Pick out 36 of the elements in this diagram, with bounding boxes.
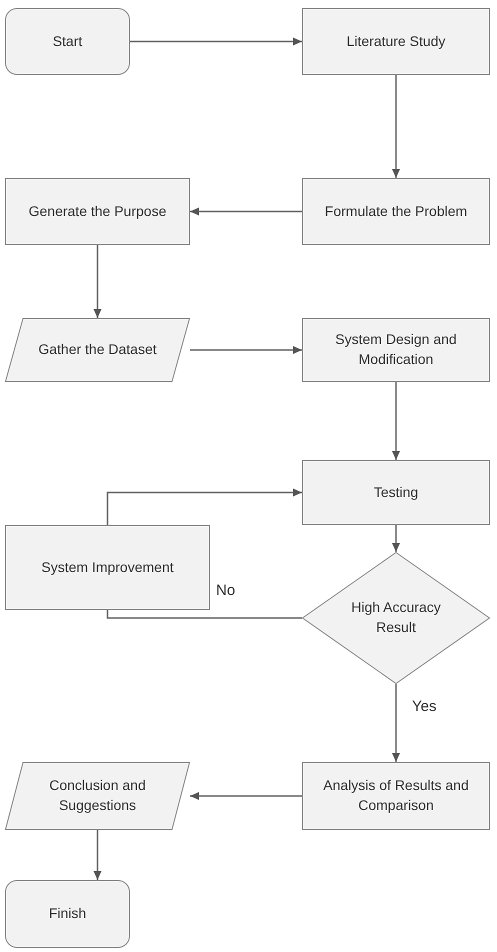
process-box <box>5 525 210 610</box>
node-text: Analysis of Results and Comparison <box>322 776 470 815</box>
node-text: System Design and Modification <box>334 330 458 369</box>
arrow <box>392 684 400 762</box>
process-box <box>302 178 490 245</box>
node-text: Finish <box>48 904 86 924</box>
connector-line <box>106 610 302 619</box>
process-box <box>302 8 490 75</box>
process-box <box>302 762 490 830</box>
arrow <box>392 382 400 460</box>
node-text: High Accuracy Result <box>350 598 442 637</box>
decision-diamond <box>302 552 490 684</box>
terminal-box <box>5 880 130 948</box>
node-text: System Improvement <box>41 558 174 577</box>
node-text: Generate the Purpose <box>28 202 166 221</box>
arrow <box>190 346 302 354</box>
process-box <box>5 178 190 245</box>
arrow <box>94 245 102 318</box>
arrow <box>392 75 400 178</box>
arrow <box>106 488 302 525</box>
node-text: Testing <box>374 482 418 502</box>
node-text: Formulate the Problem <box>324 202 468 221</box>
arrow <box>130 38 302 46</box>
arrow <box>190 792 302 800</box>
data-parallelogram <box>5 318 190 382</box>
node-text: Start <box>52 32 82 51</box>
arrow <box>94 830 102 880</box>
node-text: Gather the Dataset <box>38 340 157 360</box>
data-parallelogram <box>5 762 190 830</box>
node-text: Literature Study <box>346 32 446 51</box>
arrow <box>392 525 400 552</box>
node-text: Conclusion and Suggestions <box>48 776 147 815</box>
process-box <box>302 318 490 382</box>
arrow <box>190 208 302 216</box>
terminal-box <box>5 8 130 75</box>
process-box <box>302 460 490 525</box>
